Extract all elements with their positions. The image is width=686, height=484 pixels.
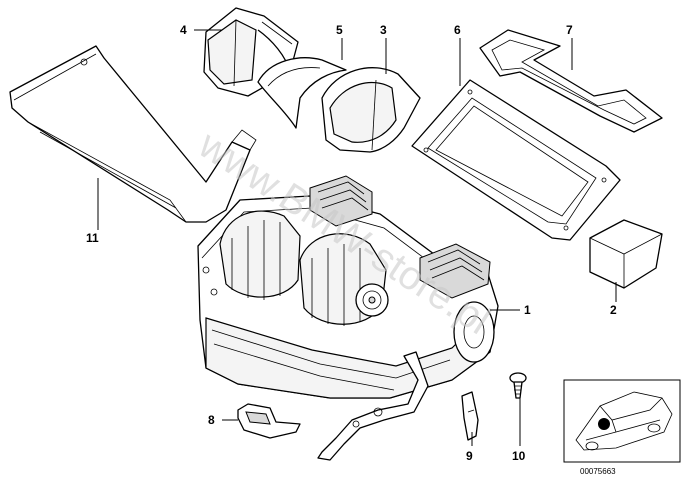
part-5-volute-gasket [257,57,347,129]
part-8-bracket [237,403,301,439]
callout-7: 7 [566,23,573,37]
callout-11: 11 [86,231,99,245]
location-marker-icon [598,418,610,430]
part-3-blower-housing-half [321,67,421,153]
part-1-blower-assembly [197,175,499,461]
part-7-seal [479,29,663,133]
part-11-trim-panel [9,45,257,223]
callout-3: 3 [380,23,387,37]
callout-9: 9 [466,449,473,463]
part-9-clip [461,391,479,441]
callout-1: 1 [524,303,531,317]
callout-4: 4 [180,23,187,37]
leader-lines [97,29,617,446]
callout-8: 8 [208,413,215,427]
callout-10: 10 [512,449,526,463]
callout-6: 6 [454,23,461,37]
callout-5: 5 [336,23,343,37]
part-6-filter-frame [411,79,621,241]
inset-code: 00075663 [580,467,616,476]
part-2-foam-block [589,219,663,289]
part-10-screw [509,372,527,399]
vehicle-location-inset [563,379,681,463]
callout-2: 2 [610,303,617,317]
